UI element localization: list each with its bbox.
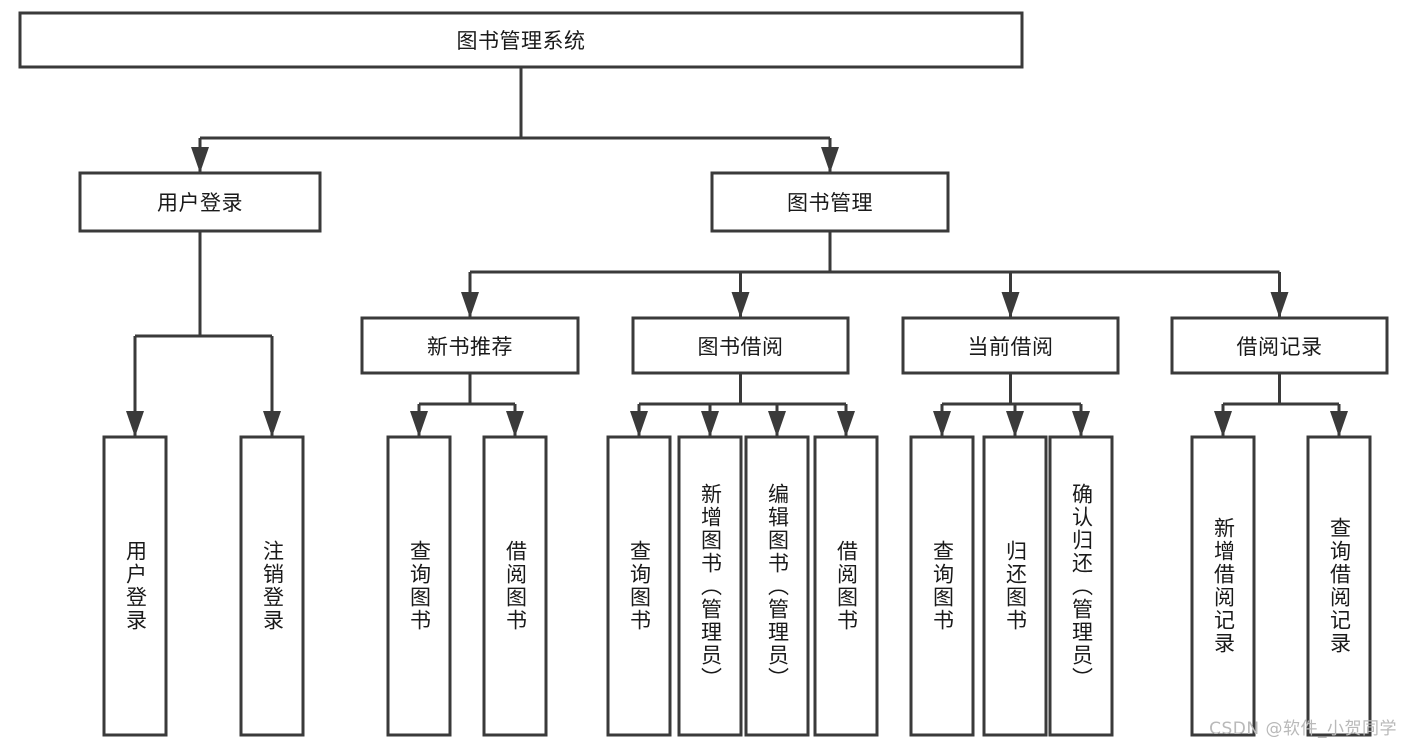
arrow-head-icon-book-borrow (731, 292, 750, 318)
arrow-head-icon-current-borrow (1001, 292, 1020, 318)
node-box-book-manage[interactable] (710, 171, 950, 233)
arrow-head-icon-leaf-edit-book (768, 411, 786, 437)
node-box-borrow-record[interactable] (1170, 316, 1389, 375)
arrow-head-icon-leaf-add-book (701, 411, 719, 437)
arrow-head-icon-leaf-user-login (126, 411, 144, 437)
node-box-leaf-query-book-new[interactable] (386, 435, 452, 737)
node-box-user-login[interactable] (78, 171, 322, 233)
arrow-head-icon-leaf-query-book-borrow (630, 411, 648, 437)
node-box-leaf-confirm-return[interactable] (1048, 435, 1114, 737)
arrow-head-icon-leaf-add-record (1214, 411, 1232, 437)
arrow-head-icon-leaf-query-book-current (933, 411, 951, 437)
node-box-leaf-add-record[interactable] (1190, 435, 1256, 737)
node-box-leaf-borrow-book[interactable] (813, 435, 879, 737)
node-box-leaf-query-book-current[interactable] (909, 435, 975, 737)
arrow-head-icon-leaf-borrow-book-new (506, 411, 524, 437)
arrow-head-icon-leaf-query-record (1330, 411, 1348, 437)
connector-layer (126, 67, 1348, 437)
node-box-leaf-user-login[interactable] (102, 435, 168, 737)
node-box-leaf-add-book[interactable] (677, 435, 743, 737)
node-box-leaf-borrow-book-new[interactable] (482, 435, 548, 737)
node-box-leaf-query-record[interactable] (1306, 435, 1372, 737)
node-box-book-borrow[interactable] (631, 316, 850, 375)
arrow-head-icon-leaf-borrow-book (837, 411, 855, 437)
arrow-head-icon-leaf-query-book-new (410, 411, 428, 437)
node-box-root[interactable] (18, 11, 1024, 69)
watermark-text: CSDN @软件_小贺同学 (1209, 719, 1397, 739)
node-box-new-book-recommend[interactable] (360, 316, 580, 375)
node-box-leaf-logout[interactable] (239, 435, 305, 737)
node-box-leaf-edit-book[interactable] (744, 435, 810, 737)
node-box-layer (18, 11, 1389, 737)
arrow-head-icon-user-login (191, 147, 209, 173)
arrow-head-icon-leaf-return-book (1006, 411, 1024, 437)
arrow-head-icon-book-manage (821, 147, 839, 173)
node-box-leaf-query-book-borrow[interactable] (606, 435, 672, 737)
arrow-head-icon-new-book-recommend (461, 292, 479, 318)
node-box-current-borrow[interactable] (901, 316, 1120, 375)
arrow-head-icon-leaf-confirm-return (1072, 411, 1090, 437)
arrow-head-icon-leaf-logout (263, 411, 281, 437)
node-box-leaf-return-book[interactable] (982, 435, 1048, 737)
arrow-head-icon-borrow-record (1270, 292, 1289, 318)
